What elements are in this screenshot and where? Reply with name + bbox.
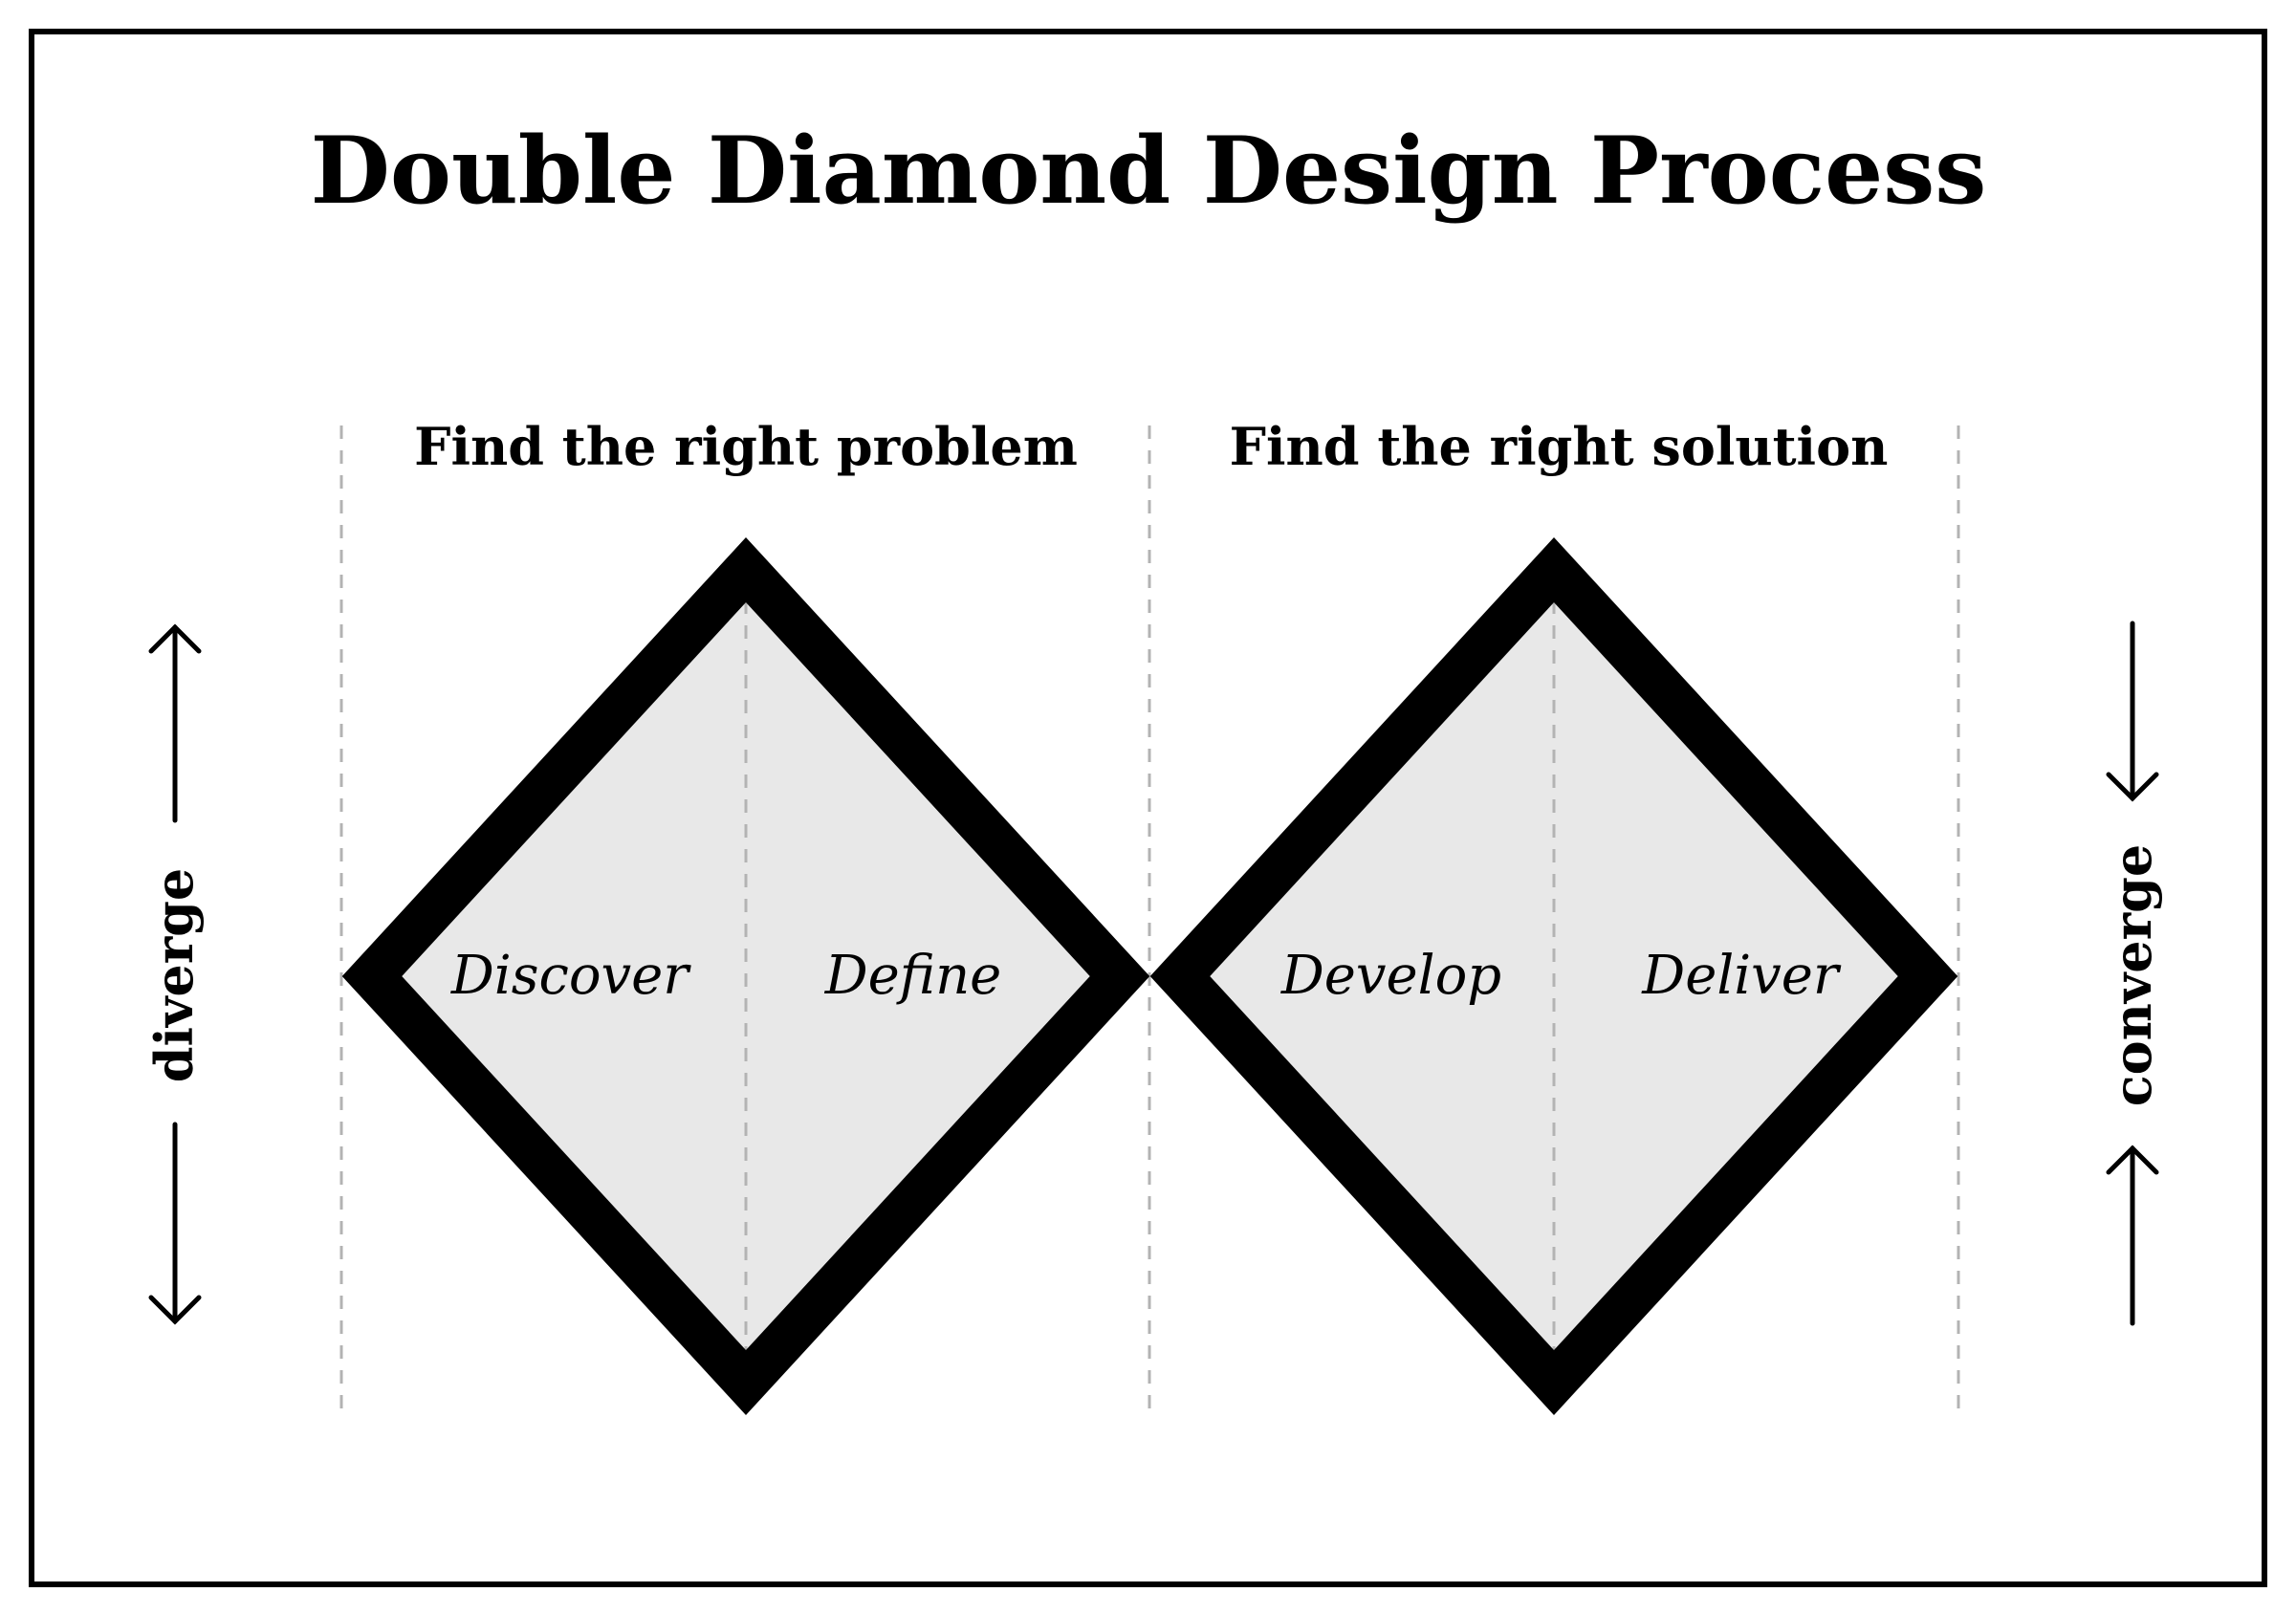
arrow-down-icon	[148, 1122, 202, 1325]
diamond-right-outline	[1149, 537, 1958, 1415]
arrow-up-icon	[2106, 1145, 2159, 1326]
arrow-up-icon	[148, 623, 202, 823]
phase-label-discover: Discover	[450, 945, 691, 1007]
phase-label-define: Define	[824, 945, 1002, 1007]
header-find-right-solution: Find the right solution	[1230, 416, 1889, 477]
side-label-diverge: diverge	[143, 868, 205, 1083]
page-title: Double Diamond Design Process	[311, 117, 1987, 225]
phase-label-deliver: Deliver	[1641, 945, 1842, 1007]
guide-lines	[339, 425, 1960, 1413]
arrow-down-icon	[2106, 621, 2159, 802]
header-find-right-problem: Find the right problem	[414, 416, 1078, 477]
side-label-converge: converge	[2102, 844, 2163, 1106]
phase-label-develop: Develop	[1280, 945, 1501, 1007]
diamond-left-outline	[341, 537, 1150, 1415]
